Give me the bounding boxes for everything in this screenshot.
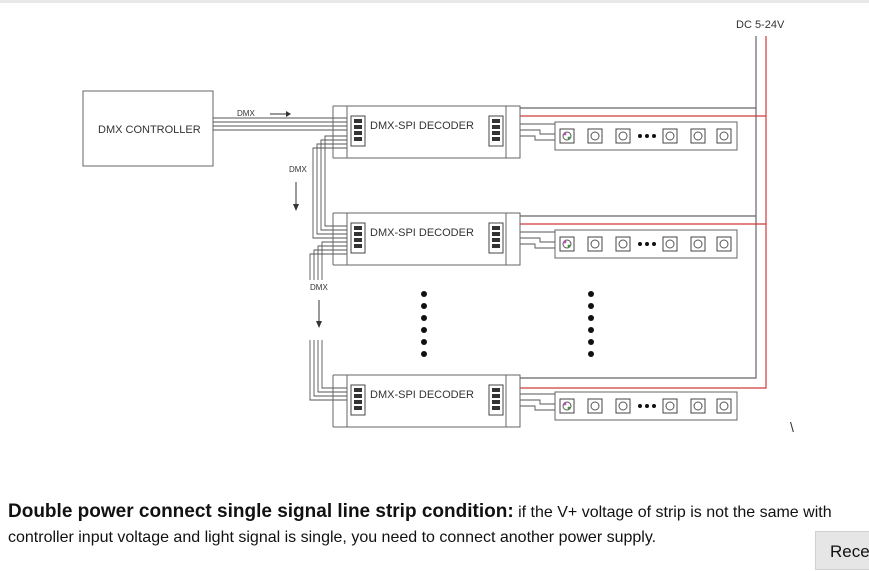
decoder-label: DMX-SPI DECODER <box>370 227 474 239</box>
decoder-label: DMX-SPI DECODER <box>370 120 474 132</box>
decoder-label: DMX-SPI DECODER <box>370 389 474 401</box>
dmx-label-top: DMX <box>237 109 255 118</box>
led-chip <box>559 128 575 144</box>
ellipsis-dot <box>652 134 656 138</box>
wiring-diagram: DC 5-24V DMX CONTROLLER DMX DMX <box>82 19 794 435</box>
decoder-2: DMX-SPI DECODER <box>332 212 521 266</box>
led-strip-1 <box>554 121 738 151</box>
controller-output-wires <box>213 117 347 131</box>
stray-backslash: \ <box>790 419 794 435</box>
led-chip <box>716 398 732 414</box>
led-chip <box>615 236 631 252</box>
caption-title: Double power connect single signal line … <box>8 501 514 522</box>
led-chip <box>690 398 706 414</box>
led-strip-3 <box>554 391 738 421</box>
led-chip <box>559 398 575 414</box>
top-border <box>0 0 869 3</box>
power-rail-negative <box>520 36 757 379</box>
recent-tab[interactable]: Rece <box>815 531 869 570</box>
ellipsis-dot <box>638 134 642 138</box>
recent-tab-label: Rece <box>830 542 869 561</box>
led-strips <box>554 121 738 421</box>
led-chip <box>587 236 603 252</box>
chain-wires-2 <box>309 241 347 401</box>
ellipsis-dot <box>645 134 649 138</box>
led-chip <box>559 236 575 252</box>
led-chip <box>615 398 631 414</box>
decoders: DMX-SPI DECODER DMX-SPI DECODER DMX-SPI DE… <box>332 105 521 428</box>
ellipsis-dot <box>645 404 649 408</box>
ellipsis-dot <box>652 242 656 246</box>
led-chip <box>662 398 678 414</box>
led-chip <box>587 398 603 414</box>
decoder-1: DMX-SPI DECODER <box>332 105 521 159</box>
led-chip <box>587 128 603 144</box>
caption-text: if the V+ voltage of strip is not the sa… <box>8 504 832 546</box>
led-chip <box>615 128 631 144</box>
power-label: DC 5-24V <box>736 19 785 31</box>
led-chip <box>690 236 706 252</box>
led-chip <box>662 128 678 144</box>
dmx-label-2: DMX <box>310 283 328 292</box>
ellipsis-dot <box>638 404 642 408</box>
decoder-output-wires <box>520 123 555 411</box>
caption: Double power connect single signal line … <box>8 499 868 550</box>
led-chip <box>690 128 706 144</box>
ellipsis-dot <box>638 242 642 246</box>
continuation-dots-left <box>421 291 427 357</box>
dmx-label-1: DMX <box>289 165 307 174</box>
chain-wires-1 <box>312 135 347 239</box>
dmx-controller-label: DMX CONTROLLER <box>98 124 201 136</box>
ellipsis-dot <box>652 404 656 408</box>
continuation-dots-right <box>588 291 594 357</box>
power-rails <box>520 36 767 389</box>
decoder-3: DMX-SPI DECODER <box>332 374 521 428</box>
power-rail-positive <box>520 36 767 389</box>
led-chip <box>662 236 678 252</box>
led-chip <box>716 128 732 144</box>
ellipsis-dot <box>645 242 649 246</box>
led-strip-2 <box>554 229 738 259</box>
dmx-controller-box <box>82 90 214 167</box>
led-chip <box>716 236 732 252</box>
